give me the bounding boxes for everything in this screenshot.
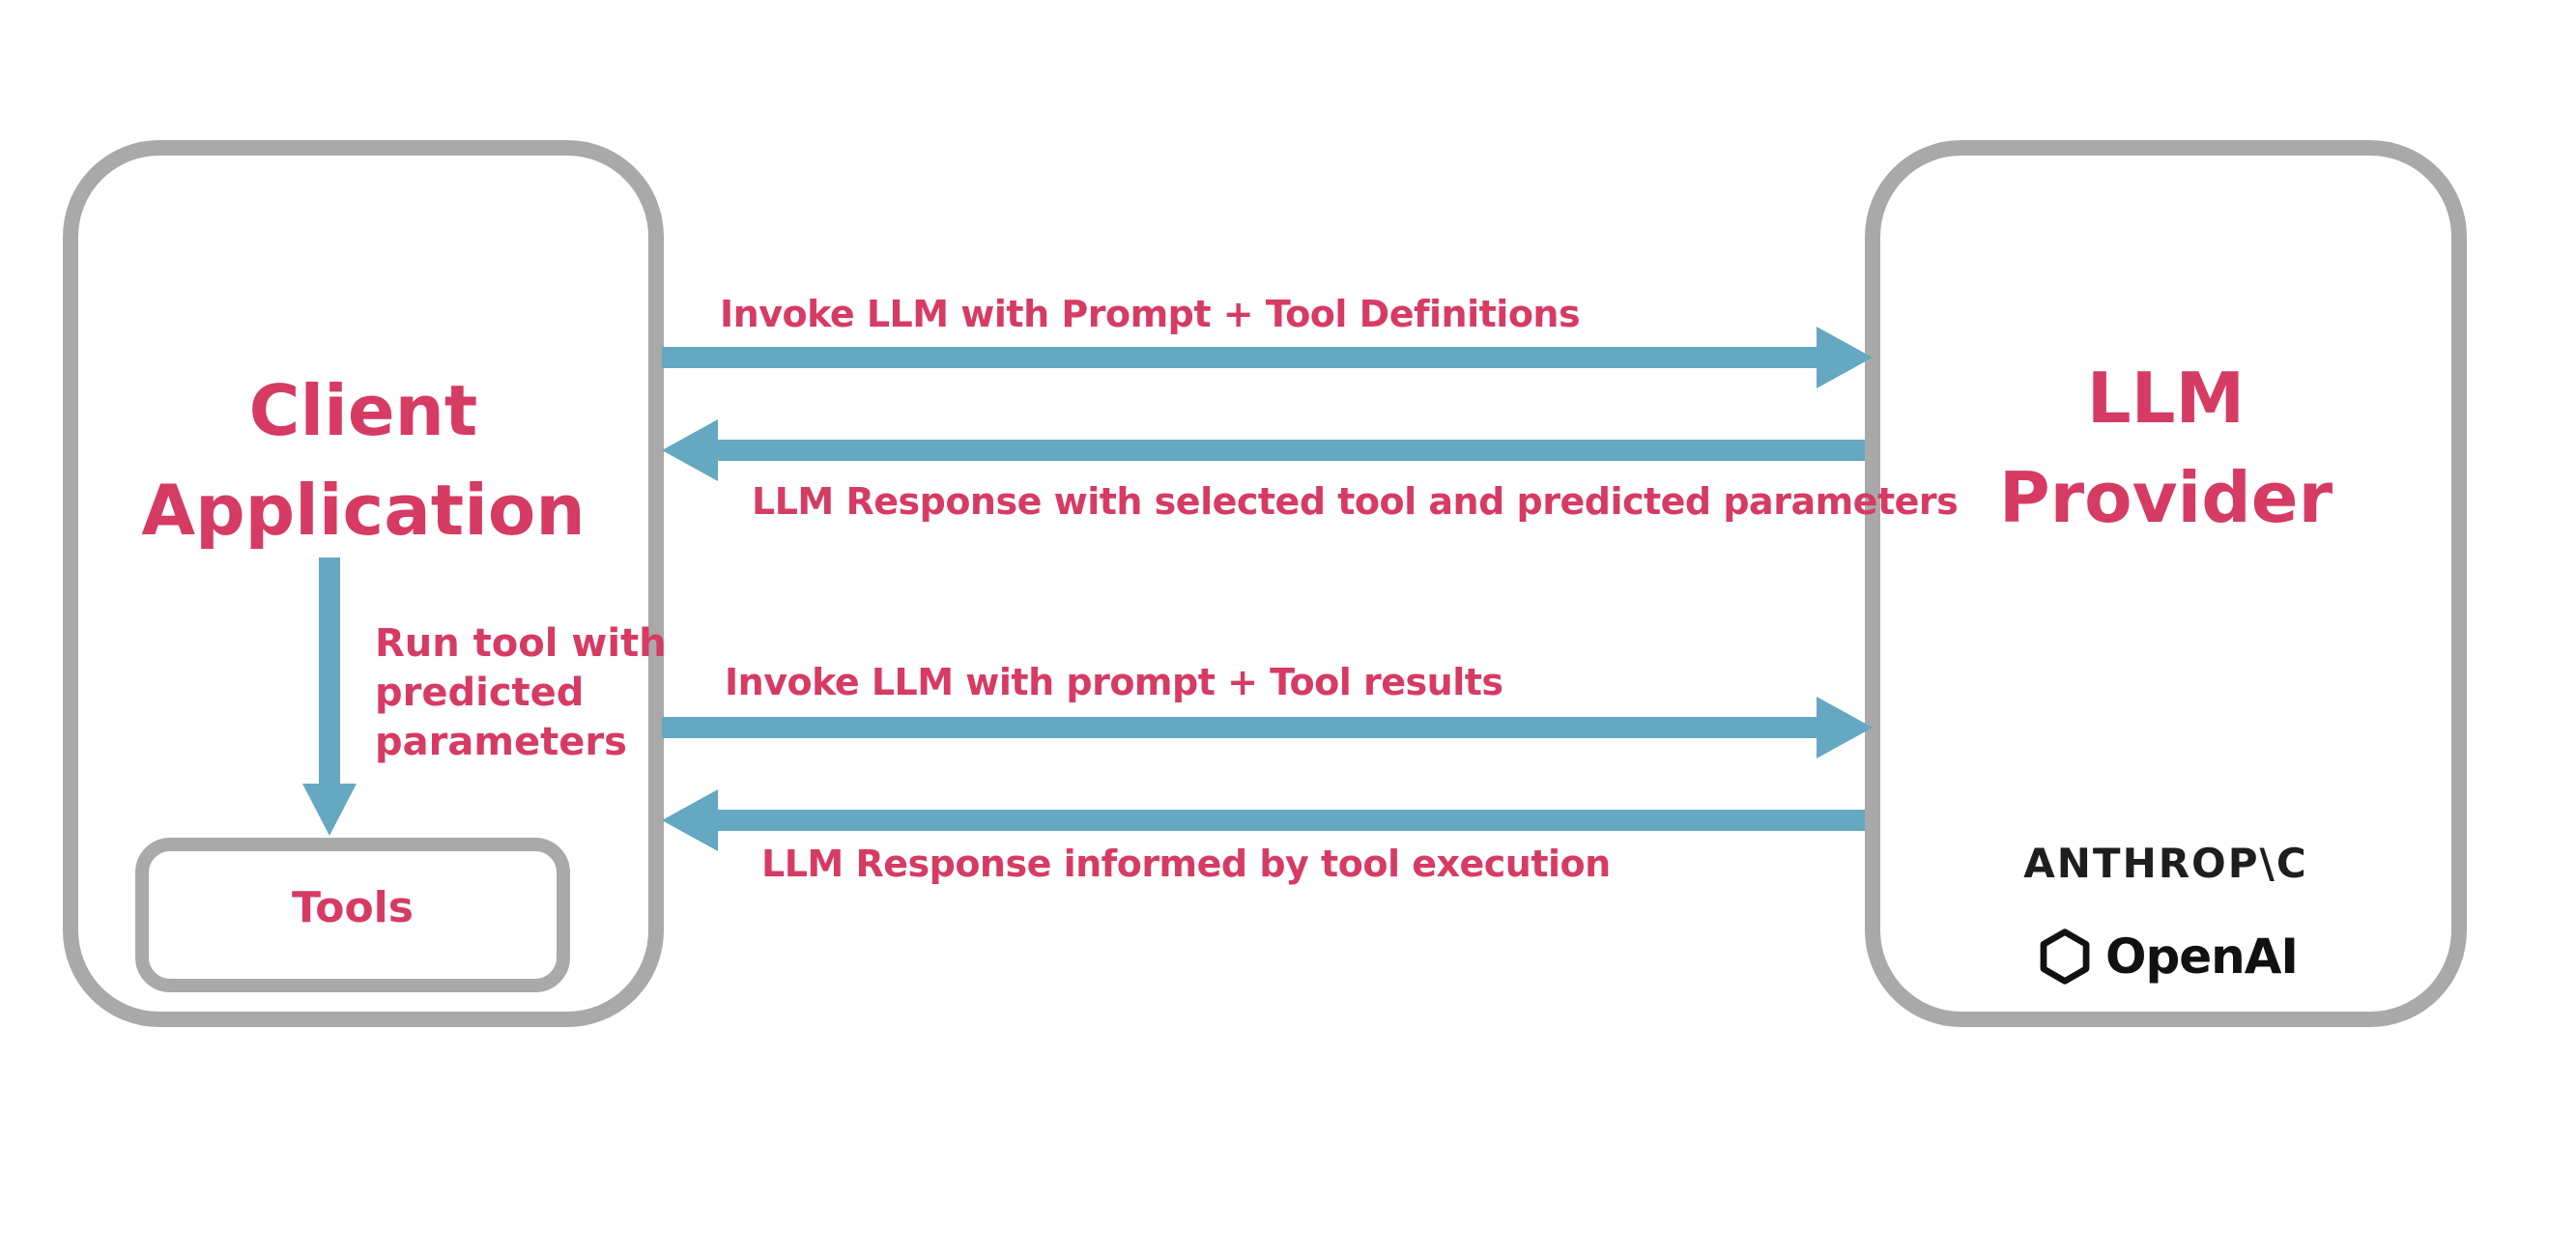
arrow-invoke-1-shaft [662,347,1817,368]
message-label-1: Invoke LLM with Prompt + Tool Definition… [720,293,1581,335]
client-title-line2: Application [141,470,586,551]
message-label-3: Invoke LLM with prompt + Tool results [725,661,1503,703]
run-tool-label: Run tool with predicted parameters [375,619,667,767]
run-tool-arrow-shaft [319,558,340,784]
arrow-invoke-1-head-icon [1817,327,1873,388]
llm-provider-box [1865,140,2467,1027]
run-tool-arrow-head-icon [302,784,357,836]
run-tool-label-line3: parameters [375,720,627,764]
message-label-2: LLM Response with selected tool and pred… [752,480,1959,523]
tools-box: Tools [135,838,570,992]
llm-provider-title: LLM Provider [1865,349,2467,548]
llm-title-line1: LLM [2086,357,2246,439]
client-application-title: Client Application [63,361,664,560]
run-tool-label-line1: Run tool with [375,621,667,666]
openai-logo-icon [2040,929,2090,985]
llm-title-line2: Provider [1998,457,2333,538]
openai-logo: OpenAI [1865,923,2467,990]
tools-label: Tools [292,882,414,932]
message-label-4: LLM Response informed by tool execution [761,843,1611,885]
arrow-invoke-2-head-icon [1817,697,1873,758]
arrow-response-1-shaft [718,440,1865,461]
anthropic-logo: ANTHROP\C [2023,840,2308,887]
run-tool-label-line2: predicted [375,671,585,715]
arrow-response-1-head-icon [662,419,718,481]
arrow-response-2-head-icon [662,789,718,851]
client-title-line1: Client [248,370,478,451]
openai-logo-label: OpenAI [2104,929,2299,985]
arrow-response-2-shaft [718,810,1865,831]
arrow-invoke-2-shaft [662,717,1817,738]
